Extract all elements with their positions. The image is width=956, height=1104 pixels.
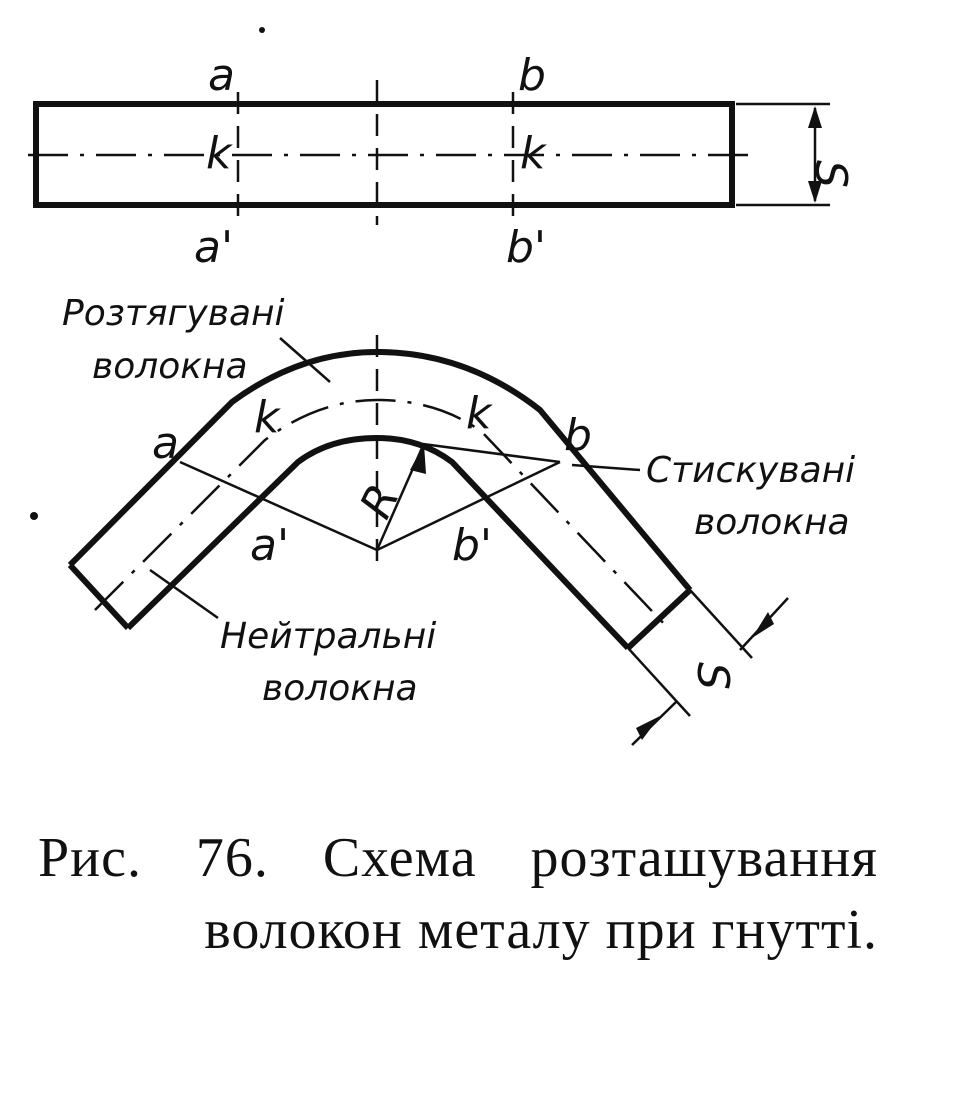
arrow-up-icon <box>808 106 822 128</box>
neutral-fiber <box>94 398 669 629</box>
left-end <box>67 562 131 631</box>
speck-top <box>259 27 265 33</box>
annotation-stretched-2: волокна <box>92 346 248 387</box>
label-a-top: a <box>208 50 235 101</box>
right-end <box>625 587 693 651</box>
label-a-prime-bent: a' <box>250 520 289 571</box>
label-k-bent-left: k <box>254 392 281 443</box>
label-a-prime-top: a' <box>194 222 233 273</box>
annotation-compressed-2: волокна <box>694 502 850 543</box>
annotation-compressed-1: Стискувані <box>646 450 855 491</box>
speck-left <box>30 512 38 520</box>
section-line-b-bent <box>376 460 561 552</box>
annotation-stretched-1: Розтягувані <box>62 293 285 334</box>
label-r: R <box>350 476 409 526</box>
label-k-left: k <box>206 128 233 179</box>
label-k-bent-right: k <box>466 388 493 439</box>
label-k-right: k <box>520 128 547 179</box>
bent-blank <box>67 335 789 746</box>
label-a-bent: a <box>152 418 179 469</box>
leader-neutral <box>149 568 219 620</box>
arrow-bent-outer-icon <box>752 612 774 638</box>
annotation-neutral-2: волокна <box>262 668 418 709</box>
straight-blank <box>28 80 830 225</box>
leader-stretched <box>279 337 331 383</box>
section-line-a-bent <box>179 460 378 552</box>
label-b-prime-bent: b' <box>452 520 492 571</box>
annotation-neutral-1: Нейтральні <box>220 616 436 657</box>
figure-caption: Рис. 76. Схема розташування волокон мета… <box>38 827 878 961</box>
chord-top <box>376 436 561 464</box>
label-b-top: b <box>518 50 546 101</box>
leader-compressed <box>571 463 641 472</box>
arrow-bent-inner-icon <box>636 716 660 740</box>
arrow-down-icon <box>808 181 822 203</box>
label-b-prime-top: b' <box>506 222 546 273</box>
label-s-bent: S <box>687 662 738 690</box>
dim-ext-bent-inner <box>627 647 691 717</box>
label-s-top: S <box>805 160 856 188</box>
radius-arrow-icon <box>410 444 426 474</box>
label-b-bent: b <box>564 410 592 461</box>
